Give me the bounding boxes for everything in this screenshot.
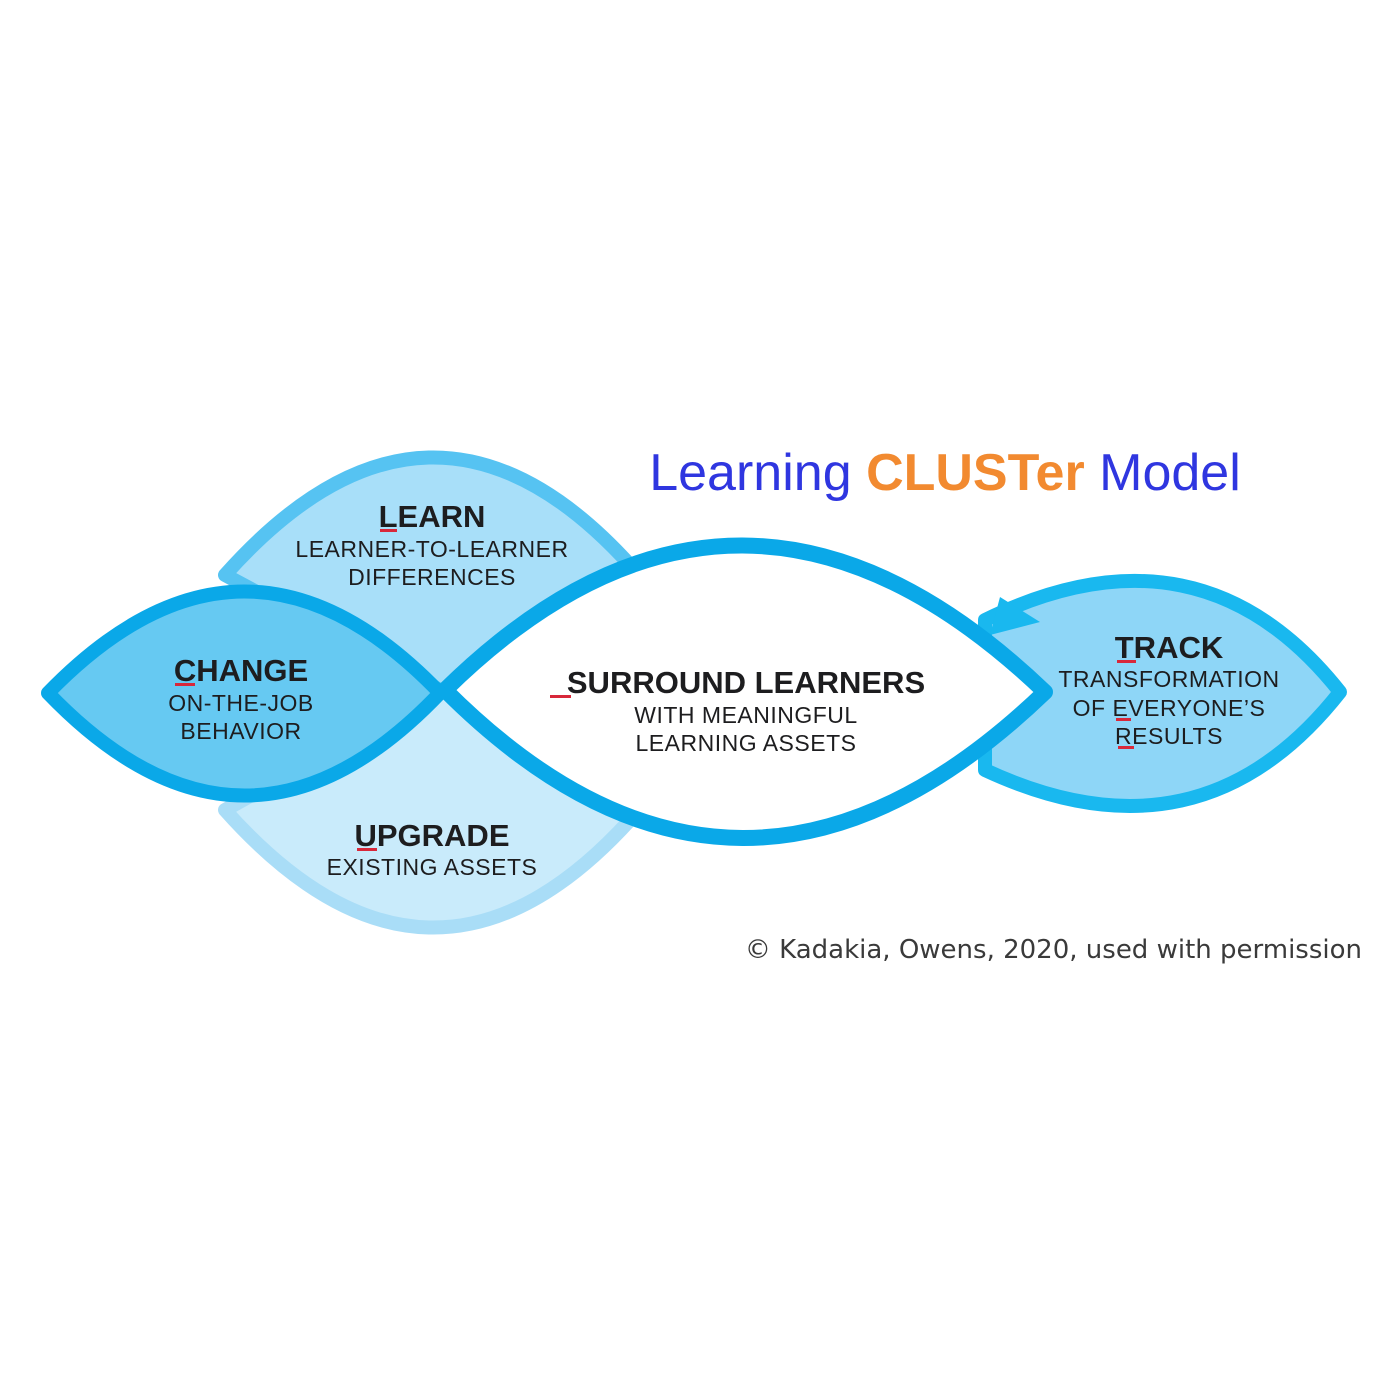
- learn-heading: LEARN: [379, 499, 486, 534]
- surround-line-1: WITH MEANINGFUL: [634, 702, 857, 728]
- track-line-1: TRANSFORMATION: [1058, 666, 1279, 692]
- track-underline-t: [1117, 660, 1136, 663]
- change-heading: CHANGE: [174, 653, 308, 688]
- learn-line-1: LEARNER-TO-LEARNER: [295, 536, 568, 562]
- copyright-notice: © Kadakia, Owens, 2020, used with permis…: [745, 935, 1362, 965]
- surround-underline: [550, 695, 571, 698]
- change-line-2: BEHAVIOR: [180, 718, 301, 744]
- track-arrow-icon: [990, 597, 1040, 635]
- upgrade-heading: UPGRADE: [354, 818, 509, 853]
- upgrade-line-1: EXISTING ASSETS: [327, 854, 538, 880]
- track-underline-e: [1116, 718, 1131, 721]
- learn-underline: [380, 529, 397, 532]
- change-line-1: ON-THE-JOB: [168, 690, 314, 716]
- diagram-title: Learning CLUSTer Model: [649, 444, 1241, 502]
- learn-line-2: DIFFERENCES: [348, 564, 516, 590]
- track-underline-r: [1118, 746, 1134, 749]
- change-lens: [41, 584, 447, 803]
- title-prefix: Learning: [649, 444, 866, 502]
- track-line-3: RESULTS: [1115, 723, 1223, 749]
- upgrade-underline: [357, 848, 377, 851]
- track-heading: TRACK: [1115, 630, 1224, 665]
- surround-heading: SURROUND LEARNERS: [567, 665, 925, 700]
- change-underline: [175, 683, 195, 686]
- track-lens: [978, 573, 1347, 813]
- track-line-2: OF EVERYONE’S: [1073, 695, 1266, 721]
- title-suffix: Model: [1085, 444, 1241, 502]
- surround-line-2: LEARNING ASSETS: [636, 730, 857, 756]
- title-accent: CLUSTer: [866, 444, 1085, 502]
- surround-lens: [437, 537, 1053, 846]
